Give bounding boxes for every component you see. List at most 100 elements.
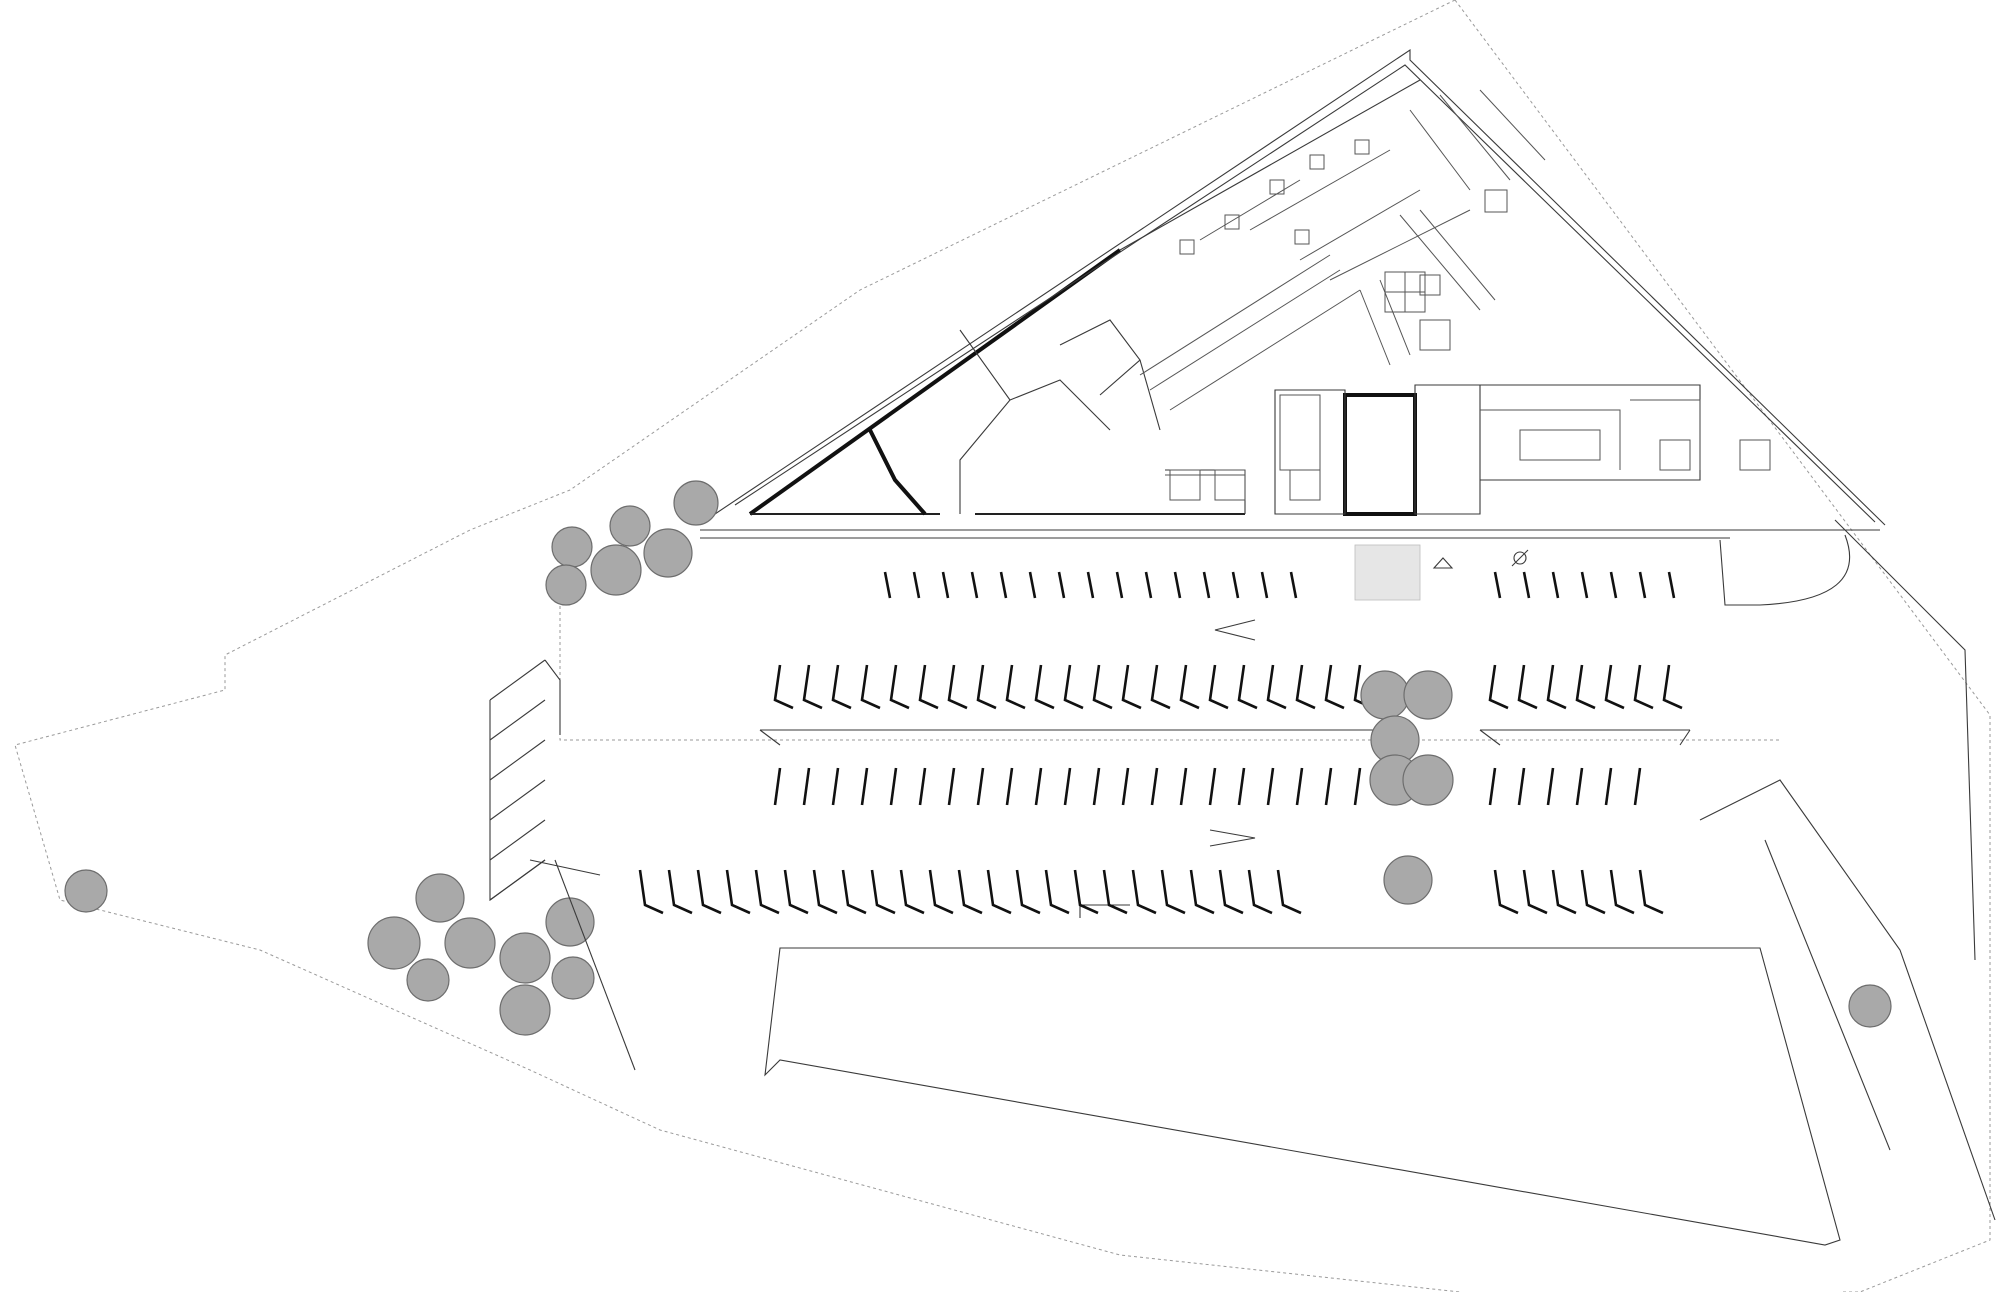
parking-stall (999, 571, 1008, 599)
hatched-area (1354, 544, 1421, 601)
parking-stall (1551, 869, 1577, 915)
tree-icon (444, 917, 496, 969)
tree-icon (406, 958, 450, 1002)
parking-stall (1131, 869, 1157, 915)
parking-stall (1121, 767, 1130, 806)
parking-stall (941, 571, 950, 599)
tree-icon (499, 932, 551, 984)
tree-icon (551, 956, 595, 1000)
parking-stall (1202, 571, 1211, 599)
compass-icon (1511, 549, 1529, 567)
trees (64, 480, 1892, 1036)
parking-stall (860, 664, 881, 710)
parking-stall (1488, 767, 1497, 806)
tree-icon (1402, 754, 1454, 806)
parking-stall (1546, 767, 1555, 806)
parking-stall (754, 869, 780, 915)
parking-stall (1604, 767, 1613, 806)
parking-stall (870, 869, 896, 915)
parking-stall (1488, 664, 1509, 710)
parking-stall (1609, 571, 1618, 599)
parking-stall (1575, 767, 1584, 806)
parking-stall (918, 664, 939, 710)
parking-stall (1580, 571, 1589, 599)
parking-stall (1580, 869, 1606, 915)
parking-stall (1150, 664, 1171, 710)
parking-stall (773, 767, 782, 806)
parking-stall (783, 869, 809, 915)
parking-stall (1063, 767, 1072, 806)
parking-stall (1276, 869, 1302, 915)
parking-stall (1247, 869, 1273, 915)
parking-stall (986, 869, 1012, 915)
parking-stall (1324, 664, 1345, 710)
parking-stall (1231, 571, 1240, 599)
tree-icon (1848, 984, 1892, 1028)
tree-icon (1360, 670, 1410, 720)
tree-icon (545, 564, 587, 606)
parking-stall (1160, 869, 1186, 915)
parking-stall (1638, 571, 1647, 599)
tree-icon (64, 869, 108, 913)
parking-stall (1353, 767, 1362, 806)
tree-icon (551, 526, 593, 568)
parking-stall (1086, 571, 1095, 599)
parking-stall (1260, 571, 1269, 599)
parking-stall (1266, 767, 1275, 806)
parking-stall (1575, 664, 1596, 710)
parking-stall (1102, 869, 1128, 915)
parking-stall (1633, 767, 1642, 806)
parking-stall (1057, 571, 1066, 599)
parking-stall (1179, 767, 1188, 806)
parking-stall (802, 664, 823, 710)
parking-stall (860, 767, 869, 806)
parking-stall (812, 869, 838, 915)
parking-stall (1609, 869, 1635, 915)
tree-icon (609, 505, 651, 547)
parking-stall (1015, 869, 1041, 915)
parking-stall (831, 767, 840, 806)
parking-stall (957, 869, 983, 915)
parking-stall (1237, 767, 1246, 806)
parking-stall (1522, 869, 1548, 915)
parking-stall (883, 571, 892, 599)
tree-icon (545, 897, 595, 947)
tree-icon (643, 528, 693, 578)
parking-stall (1150, 767, 1159, 806)
parking-stall (1092, 767, 1101, 806)
parking-stall (1546, 664, 1567, 710)
display-units (1169, 139, 1771, 501)
tree-icon (1403, 670, 1453, 720)
parking-stall (1034, 767, 1043, 806)
tree-icon (1383, 855, 1433, 905)
parking-stall (841, 869, 867, 915)
parking-stall (1189, 869, 1215, 915)
parking-stall (1028, 571, 1037, 599)
parking-stall (928, 869, 954, 915)
parking-stall (947, 664, 968, 710)
parking-stall (1073, 869, 1099, 915)
parking-stall (696, 869, 722, 915)
chevron-icon (1209, 829, 1256, 847)
parking-stall (1179, 664, 1200, 710)
parking-stall (1005, 664, 1026, 710)
chevron-icon (1214, 619, 1256, 641)
parking-stall (1115, 571, 1124, 599)
building (700, 48, 1886, 606)
tree-icon (673, 480, 719, 526)
parking-stall (638, 869, 664, 915)
parking-stall (1289, 571, 1298, 599)
parking-stall (1121, 664, 1142, 710)
parking-stall (1662, 664, 1683, 710)
parking-stall (1173, 571, 1182, 599)
tree-icon (590, 544, 642, 596)
parking-stall (1517, 664, 1538, 710)
parking-stall (889, 767, 898, 806)
parking-stall (1633, 664, 1654, 710)
triangle-icon (1432, 557, 1454, 569)
parking-stall (831, 664, 852, 710)
parking-stall (1493, 571, 1502, 599)
parking-stall (1295, 767, 1304, 806)
parking-stall (1638, 869, 1664, 915)
